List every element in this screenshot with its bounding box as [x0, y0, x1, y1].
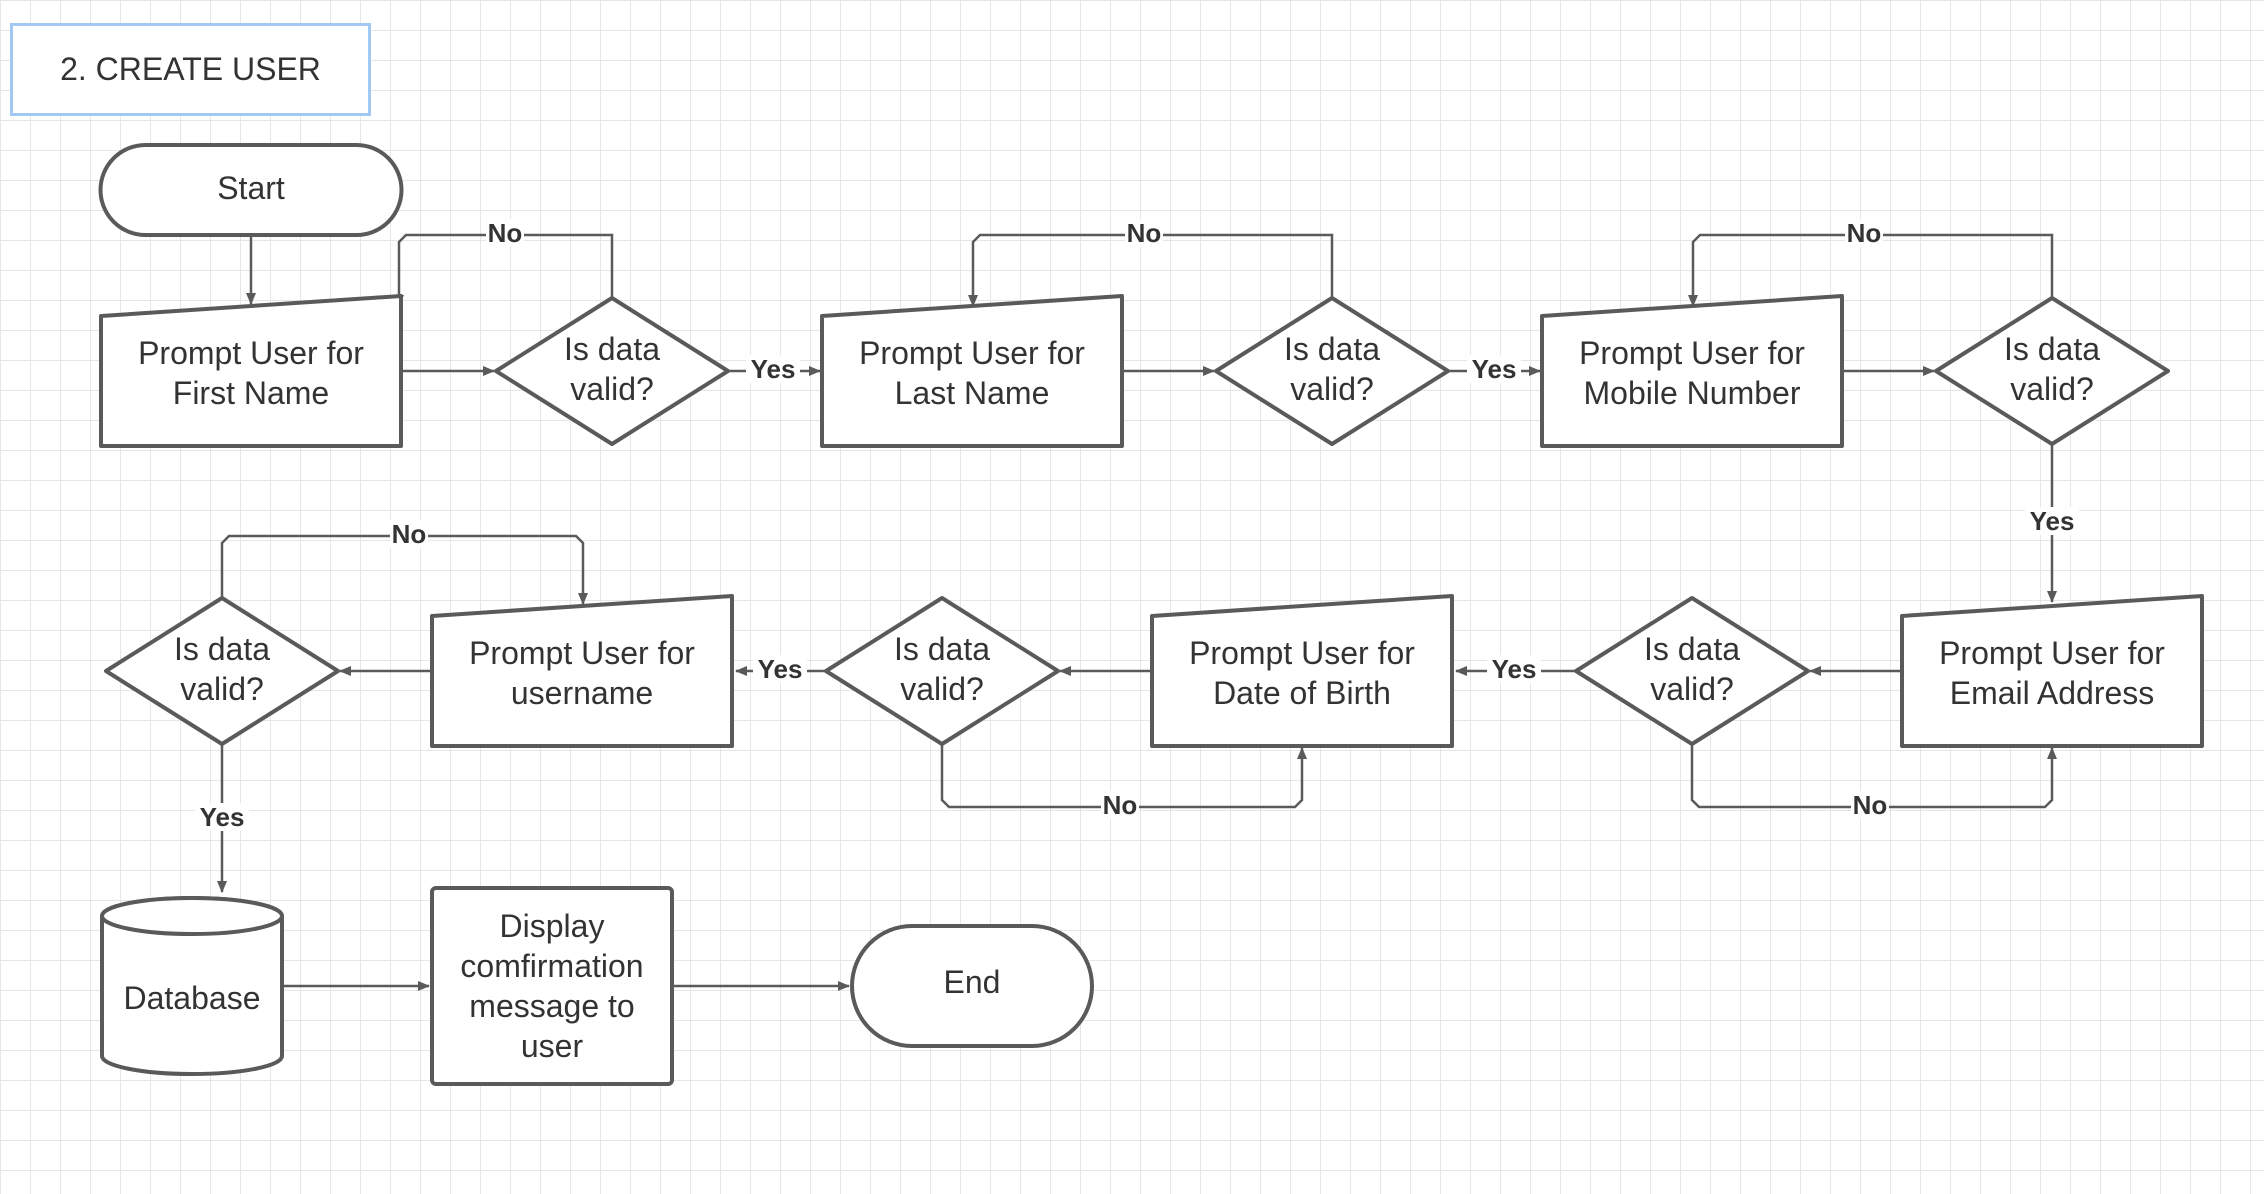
node-label: First Name: [173, 375, 329, 411]
edge-valid1-to-prompt-first: [394, 233, 614, 307]
manual-input-shape: [1540, 294, 1844, 448]
node-label: Is data: [174, 631, 270, 667]
edge-label-yes: Yes: [2030, 506, 2075, 536]
node-label: message to: [469, 988, 634, 1024]
node-valid5: Is data valid?: [824, 596, 1060, 746]
edge-label-background: [486, 219, 524, 247]
node-label: Mobile Number: [1584, 375, 1801, 411]
edge-label-background: [753, 655, 807, 683]
node-valid3: Is data valid?: [1934, 296, 2170, 446]
node-label: user: [521, 1028, 584, 1064]
node-valid2: Is data valid?: [1214, 296, 1450, 446]
edge-label-background: [1467, 355, 1521, 383]
terminal-shape: [850, 924, 1094, 1048]
manual-input-shape: [99, 294, 403, 448]
decision-shape: [824, 596, 1060, 746]
manual-input-shape: [820, 294, 1124, 448]
node-label: Prompt User for: [859, 335, 1085, 371]
edge-label-background: [1487, 655, 1541, 683]
edge-label-no: No: [1847, 218, 1882, 248]
node-start: Start: [98, 143, 404, 237]
node-label: Is data: [1284, 331, 1380, 367]
manual-input-shape: [1900, 594, 2204, 748]
edge-label-background: [195, 803, 249, 831]
edge-label-background: [1851, 791, 1889, 819]
edge-label-background: [2025, 507, 2079, 535]
edge-valid3-to-prompt-mobile: [1688, 233, 2054, 307]
node-display: Display comfirmation message to user: [430, 886, 674, 1086]
node-valid1: Is data valid?: [494, 296, 730, 446]
node-label: Email Address: [1950, 675, 2155, 711]
node-label: Date of Birth: [1213, 675, 1391, 711]
terminal-shape: [98, 143, 404, 237]
manual-input-shape: [1150, 594, 1454, 748]
edge-label-background: [390, 520, 428, 548]
node-label: Database: [124, 980, 261, 1016]
node-label: Start: [217, 170, 285, 206]
edge-valid2-to-prompt-last: [968, 233, 1334, 307]
node-label: Prompt User for: [1939, 635, 2165, 671]
node-label: Is data: [564, 331, 660, 367]
node-label: End: [944, 964, 1001, 1000]
edge-label-no: No: [488, 218, 523, 248]
edge-label-yes: Yes: [751, 354, 796, 384]
node-label: username: [511, 675, 653, 711]
node-label: Prompt User for: [1189, 635, 1415, 671]
edge-label-background: [1101, 791, 1139, 819]
node-label: Is data: [894, 631, 990, 667]
decision-shape: [1934, 296, 2170, 446]
node-label: Prompt User for: [1579, 335, 1805, 371]
node-end: End: [850, 924, 1094, 1048]
process-shape: [430, 886, 674, 1086]
edge-label-background: [746, 355, 800, 383]
decision-shape: [494, 296, 730, 446]
edge-label-yes: Yes: [1492, 654, 1537, 684]
edge-label-yes: Yes: [758, 654, 803, 684]
node-label: Last Name: [895, 375, 1050, 411]
node-label: Prompt User for: [138, 335, 364, 371]
edge-label-no: No: [1853, 790, 1888, 820]
manual-input-shape: [430, 594, 734, 748]
edge-label-no: No: [1103, 790, 1138, 820]
node-label: comfirmation: [460, 948, 643, 984]
edge-label-yes: Yes: [200, 802, 245, 832]
node-label: Is data: [1644, 631, 1740, 667]
cylinder-top: [100, 896, 284, 936]
node-valid4: Is data valid?: [1574, 596, 1810, 746]
node-label: valid?: [1650, 671, 1734, 707]
node-label: Prompt User for: [469, 635, 695, 671]
decision-shape: [1574, 596, 1810, 746]
decision-shape: [1214, 296, 1450, 446]
edge-label-no: No: [1127, 218, 1162, 248]
node-label: valid?: [2010, 371, 2094, 407]
diagram-title: 2. CREATE USER: [10, 23, 371, 116]
edge-label-no: No: [392, 519, 427, 549]
decision-shape: [104, 596, 340, 746]
edge-label-background: [1125, 219, 1163, 247]
node-label: valid?: [180, 671, 264, 707]
node-label: valid?: [570, 371, 654, 407]
node-label: Is data: [2004, 331, 2100, 367]
node-label: valid?: [1290, 371, 1374, 407]
node-label: valid?: [900, 671, 984, 707]
node-valid6: Is data valid?: [104, 596, 340, 746]
node-label: Display: [500, 908, 605, 944]
node-prompt-username: Prompt User for username: [430, 594, 734, 748]
edge-label-yes: Yes: [1472, 354, 1517, 384]
node-database: Database: [100, 896, 284, 1076]
edge-label-background: [1845, 219, 1883, 247]
